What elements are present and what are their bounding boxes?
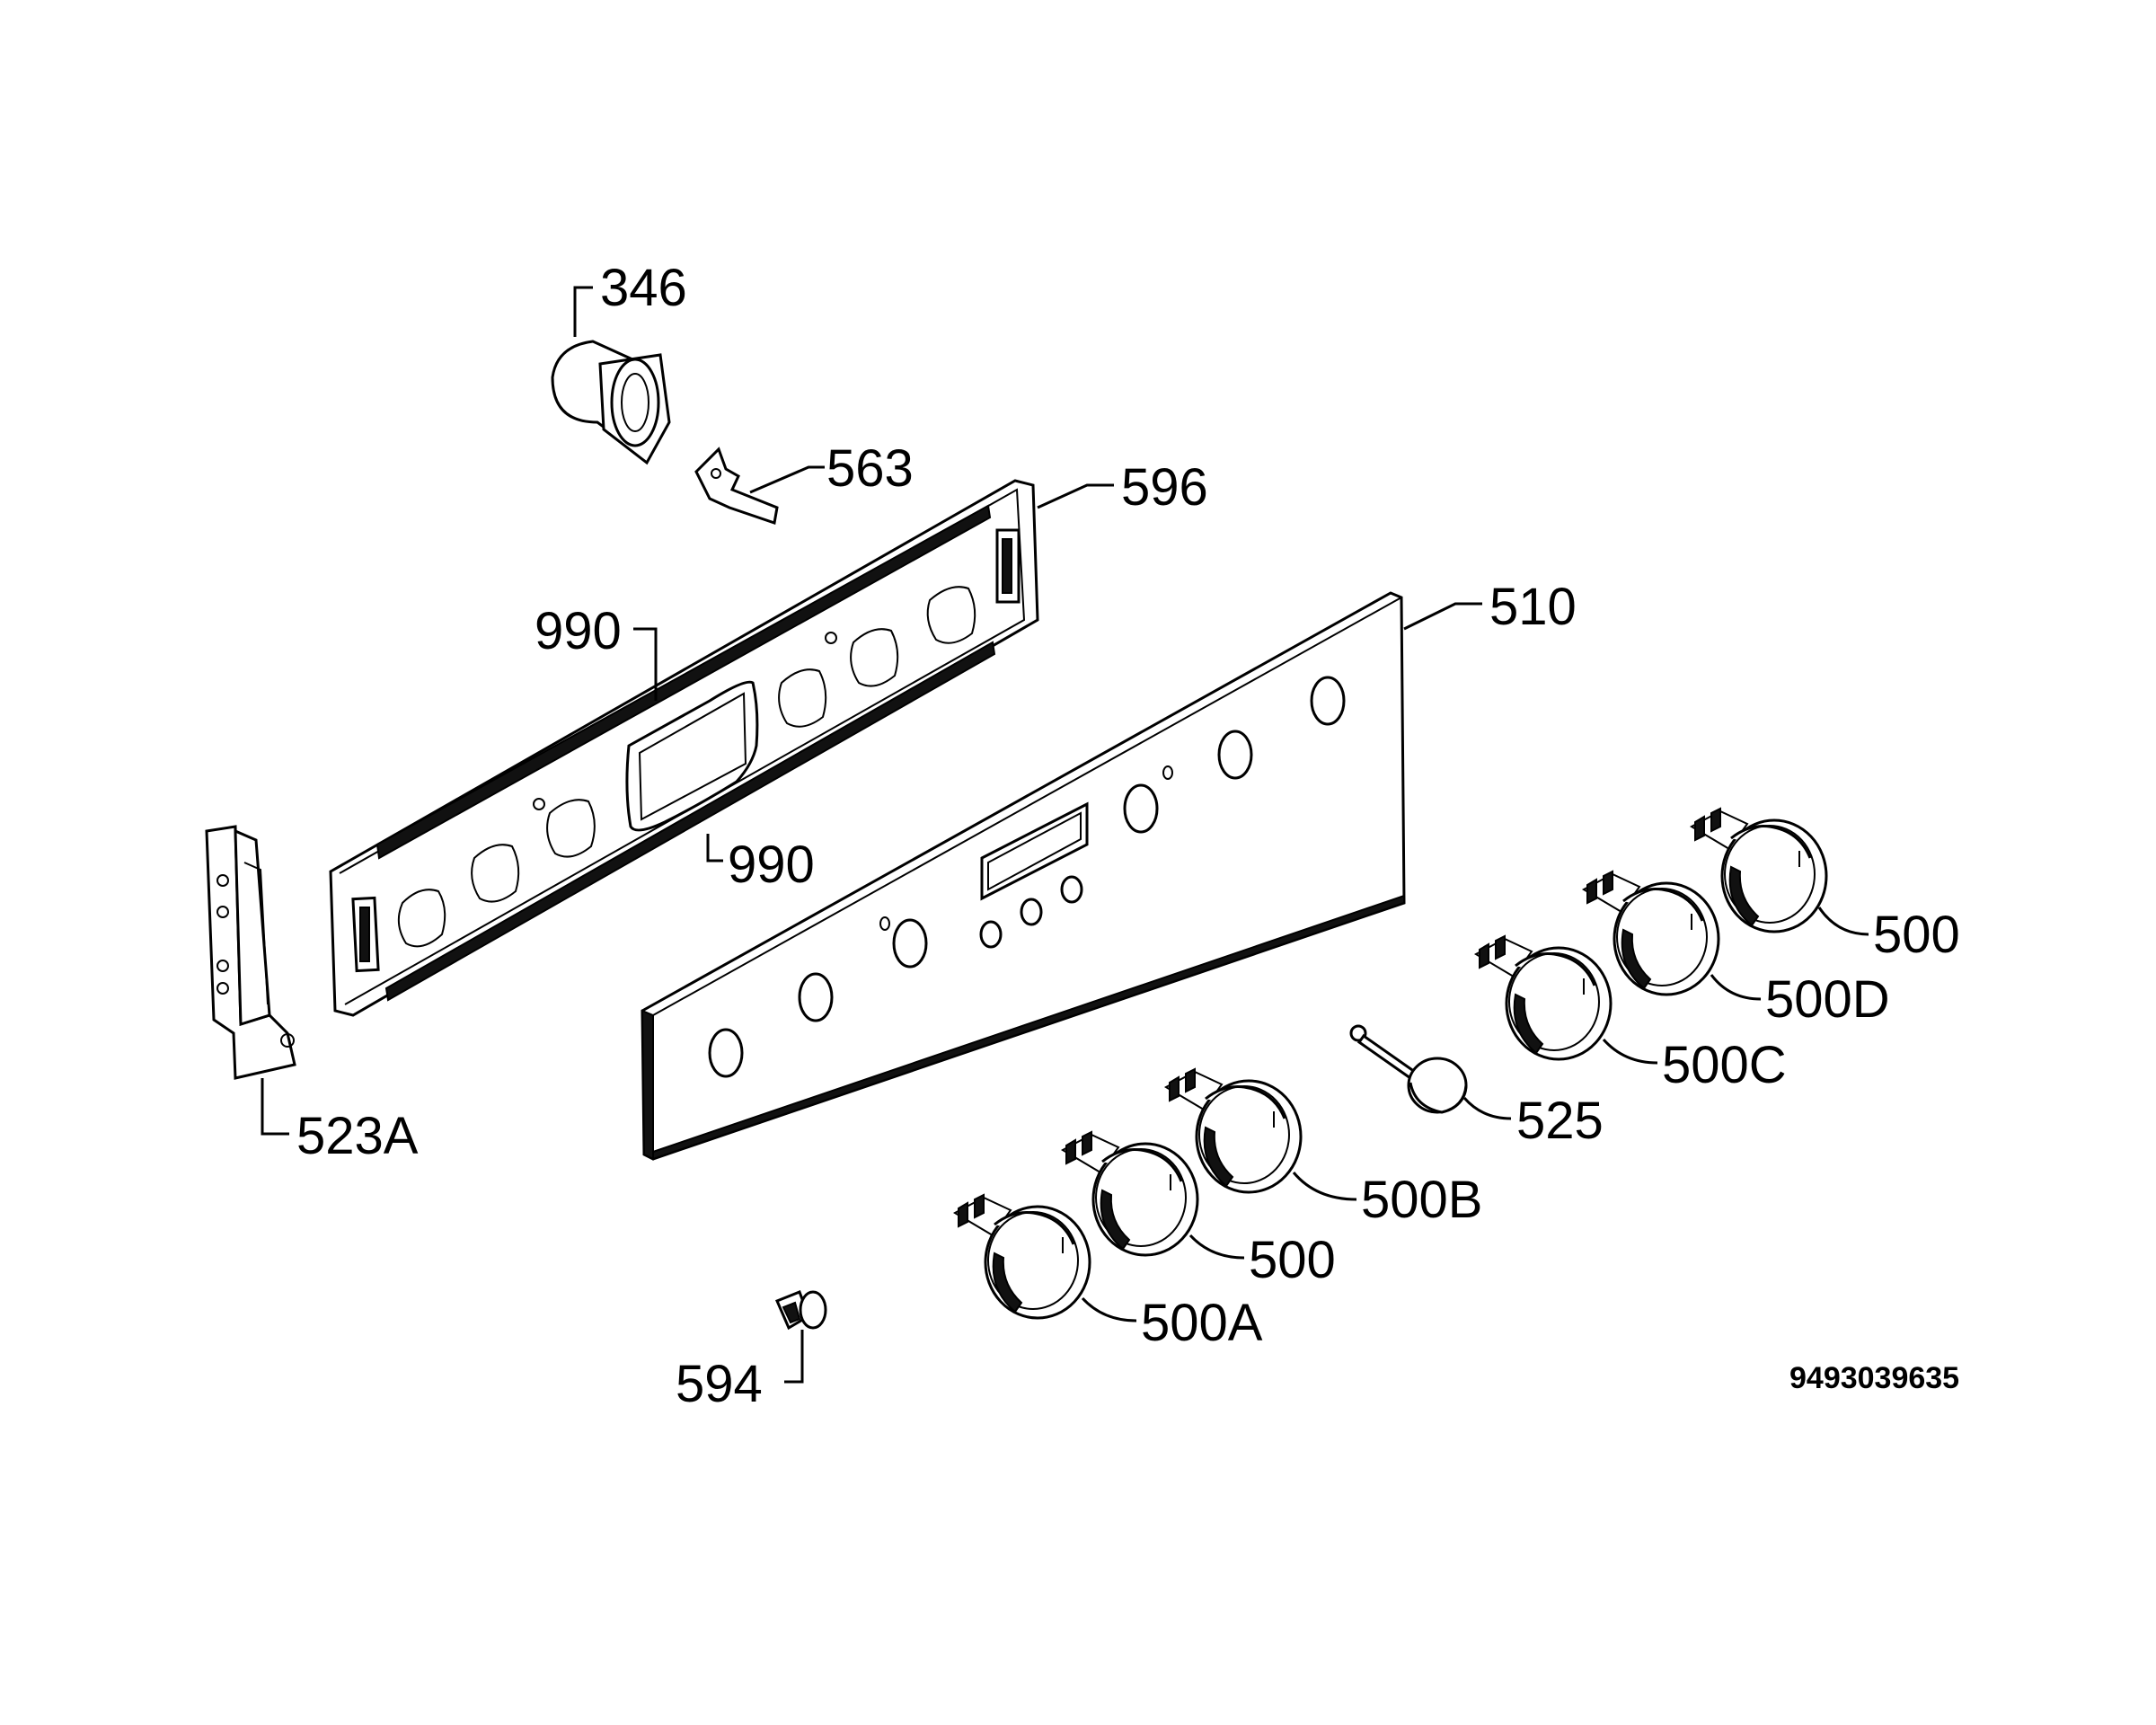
label-500-top: 500 xyxy=(1873,906,1960,964)
label-523a: 523A xyxy=(296,1107,419,1165)
leader-563 xyxy=(749,465,825,494)
leader-500d xyxy=(1710,974,1762,1001)
label-596: 596 xyxy=(1121,458,1208,517)
part-523a-bracket xyxy=(205,825,296,1080)
leader-990-bottom xyxy=(706,834,723,862)
label-594: 594 xyxy=(676,1355,763,1413)
leader-346 xyxy=(573,286,593,337)
leader-500a xyxy=(1081,1296,1137,1322)
leader-596 xyxy=(1037,483,1114,509)
leader-500c xyxy=(1602,1039,1658,1065)
label-990-bottom: 990 xyxy=(728,836,815,894)
reference-number: 9493039635 xyxy=(1789,1361,1959,1395)
knob-500-top xyxy=(1689,807,1828,933)
label-500d: 500D xyxy=(1765,970,1890,1029)
leader-500-top xyxy=(1817,907,1869,936)
leader-594 xyxy=(784,1330,804,1384)
knob-500c xyxy=(1473,934,1613,1061)
leader-510 xyxy=(1403,602,1482,631)
leader-500-mid xyxy=(1188,1234,1245,1260)
label-500b: 500B xyxy=(1361,1171,1482,1229)
part-596-frame xyxy=(329,479,1039,1017)
leader-523a xyxy=(261,1078,289,1136)
leader-500b xyxy=(1292,1172,1357,1201)
label-510: 510 xyxy=(1489,578,1577,636)
label-500-mid: 500 xyxy=(1249,1231,1336,1289)
leader-525 xyxy=(1462,1097,1512,1120)
part-563-clip xyxy=(694,447,779,525)
label-500c: 500C xyxy=(1662,1036,1787,1094)
label-525: 525 xyxy=(1516,1092,1604,1150)
part-346-cylinder xyxy=(551,340,671,465)
label-990-top: 990 xyxy=(535,602,622,660)
leader-990-top xyxy=(633,627,658,701)
knob-500d xyxy=(1581,870,1720,996)
part-510-panel xyxy=(641,591,1406,1161)
part-594-grommet xyxy=(775,1290,827,1331)
label-500a: 500A xyxy=(1141,1294,1263,1352)
knob-500a xyxy=(952,1193,1091,1320)
part-525-pushrod xyxy=(1349,1024,1468,1114)
knob-500b xyxy=(1163,1067,1303,1194)
knob-500-mid xyxy=(1060,1130,1199,1257)
label-563: 563 xyxy=(826,439,914,498)
label-346: 346 xyxy=(600,259,687,317)
